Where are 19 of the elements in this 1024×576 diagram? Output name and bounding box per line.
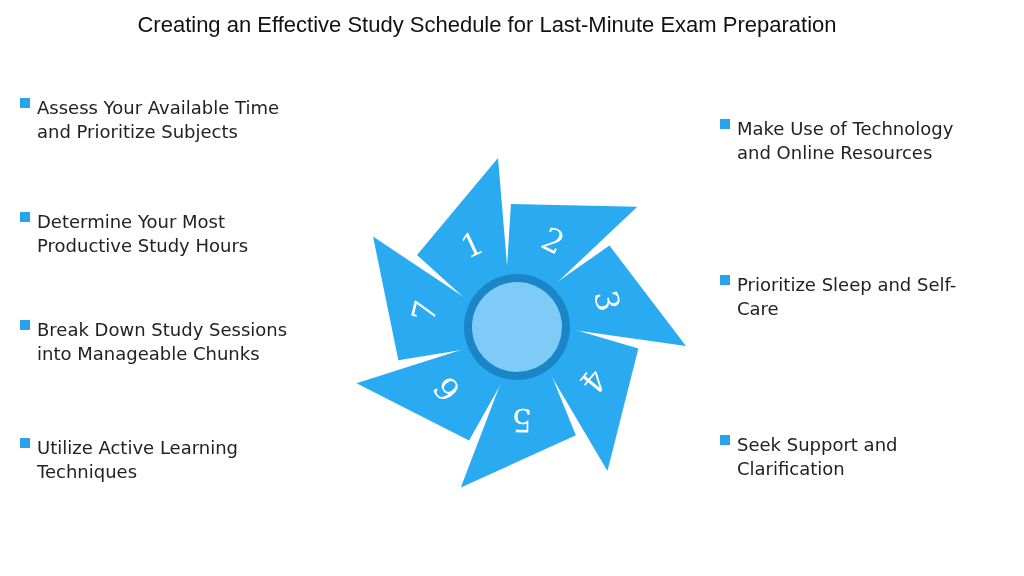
step-number: 2 (534, 218, 572, 265)
pinwheel-blade (546, 328, 639, 471)
title: Creating an Effective Study Schedule for Last-Minute Exam Preparation (136, 12, 838, 38)
step-number: 4 (570, 360, 616, 404)
step-number: 5 (510, 400, 534, 441)
step-number: 3 (585, 286, 629, 318)
list-item: Seek Support and Clarification (737, 433, 899, 481)
step-number: 7 (402, 295, 447, 328)
pinwheel-blade (506, 203, 638, 289)
list-item: Assess Your Available Time and Prioritize Subjects (37, 96, 280, 144)
pinwheel-blade (356, 346, 505, 441)
list-item: Make Use of Technology and Online Resources (737, 117, 955, 165)
step-number: 1 (453, 222, 491, 269)
list-item: Break Down Study Sessions into Manageable Chunks (37, 318, 289, 366)
list-item: Utilize Active Learning Techniques (37, 436, 240, 484)
pinwheel-blade (460, 369, 576, 488)
list-item: Determine Your Most Productive Study Hours (37, 210, 250, 258)
list-item: Prioritize Sleep and Self-Care (737, 273, 958, 321)
step-number: 6 (424, 368, 470, 411)
